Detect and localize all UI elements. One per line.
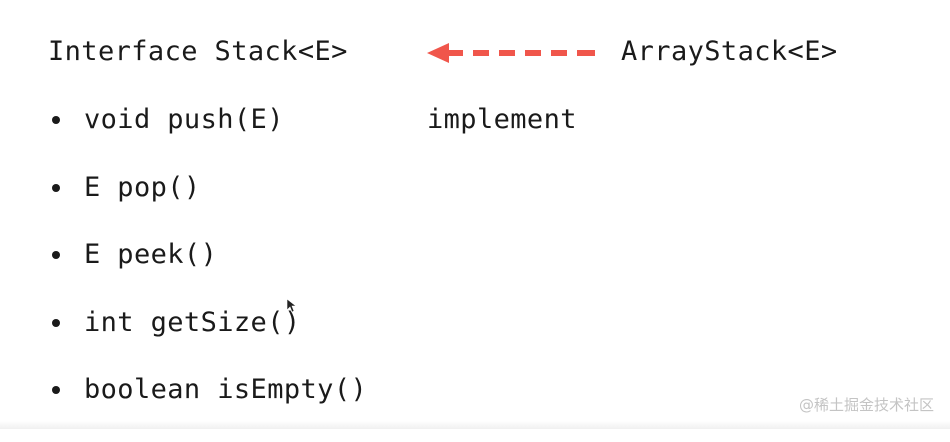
- method-signature: boolean isEmpty(): [84, 374, 368, 405]
- interface-title: Interface Stack<E>: [48, 36, 348, 67]
- arrow-dash: [473, 50, 489, 56]
- dashed-arrow-icon: [427, 43, 595, 63]
- arrow-head: [427, 43, 449, 63]
- method-signature: E pop(): [84, 171, 201, 203]
- mouse-pointer-icon: [287, 299, 296, 313]
- implementing-class-title: ArrayStack<E>: [621, 36, 838, 67]
- bullet-icon: [52, 386, 60, 394]
- relation-label: implement: [427, 104, 577, 135]
- bullet-icon: [52, 116, 60, 124]
- arrow-dash: [449, 50, 463, 56]
- arrow-dash: [551, 50, 567, 56]
- bullet-icon: [52, 183, 60, 192]
- arrow-dash: [577, 50, 595, 56]
- bottom-edge-shadow: [0, 421, 950, 429]
- method-signature: int getSize(): [84, 306, 301, 338]
- arrow-dash: [525, 50, 541, 56]
- bullet-icon: [52, 251, 60, 259]
- method-signature: E peek(): [84, 239, 218, 270]
- bullet-icon: [52, 318, 60, 327]
- watermark: @稀土掘金技术社区: [798, 396, 934, 414]
- arrow-dash: [499, 50, 515, 56]
- method-signature: void push(E): [84, 104, 284, 135]
- slide-canvas: Interface Stack<E> ArrayStack<E> impleme…: [0, 36, 950, 429]
